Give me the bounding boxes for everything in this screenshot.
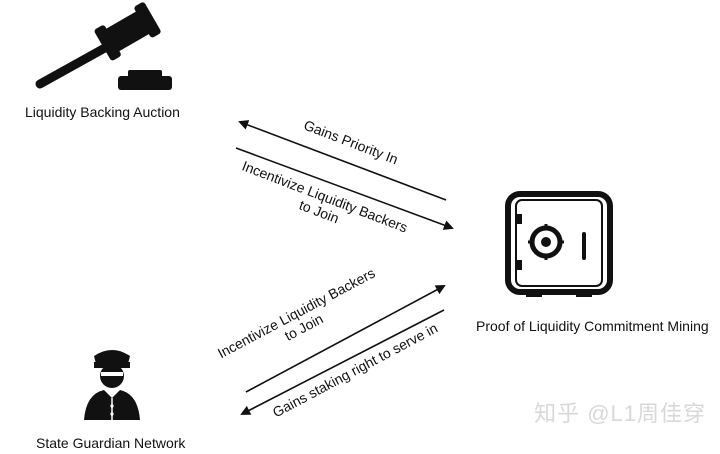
arrow-guardian-to-mining: [245, 285, 446, 393]
node-label-guardian: State Guardian Network: [36, 435, 186, 451]
guard-icon: [84, 350, 140, 420]
gavel-icon: [35, 2, 172, 90]
node-label-auction: Liquidity Backing Auction: [25, 104, 180, 120]
arrow-mining-to-guardian: [240, 309, 445, 415]
node-label-mining: Proof of Liquidity Commitment Mining: [476, 318, 709, 334]
arrow-mining-to-auction: [238, 120, 447, 201]
watermark: 知乎 @L1周佳穿: [534, 401, 706, 426]
arrow-auction-to-mining: [235, 147, 454, 230]
safe-icon: [505, 191, 613, 297]
